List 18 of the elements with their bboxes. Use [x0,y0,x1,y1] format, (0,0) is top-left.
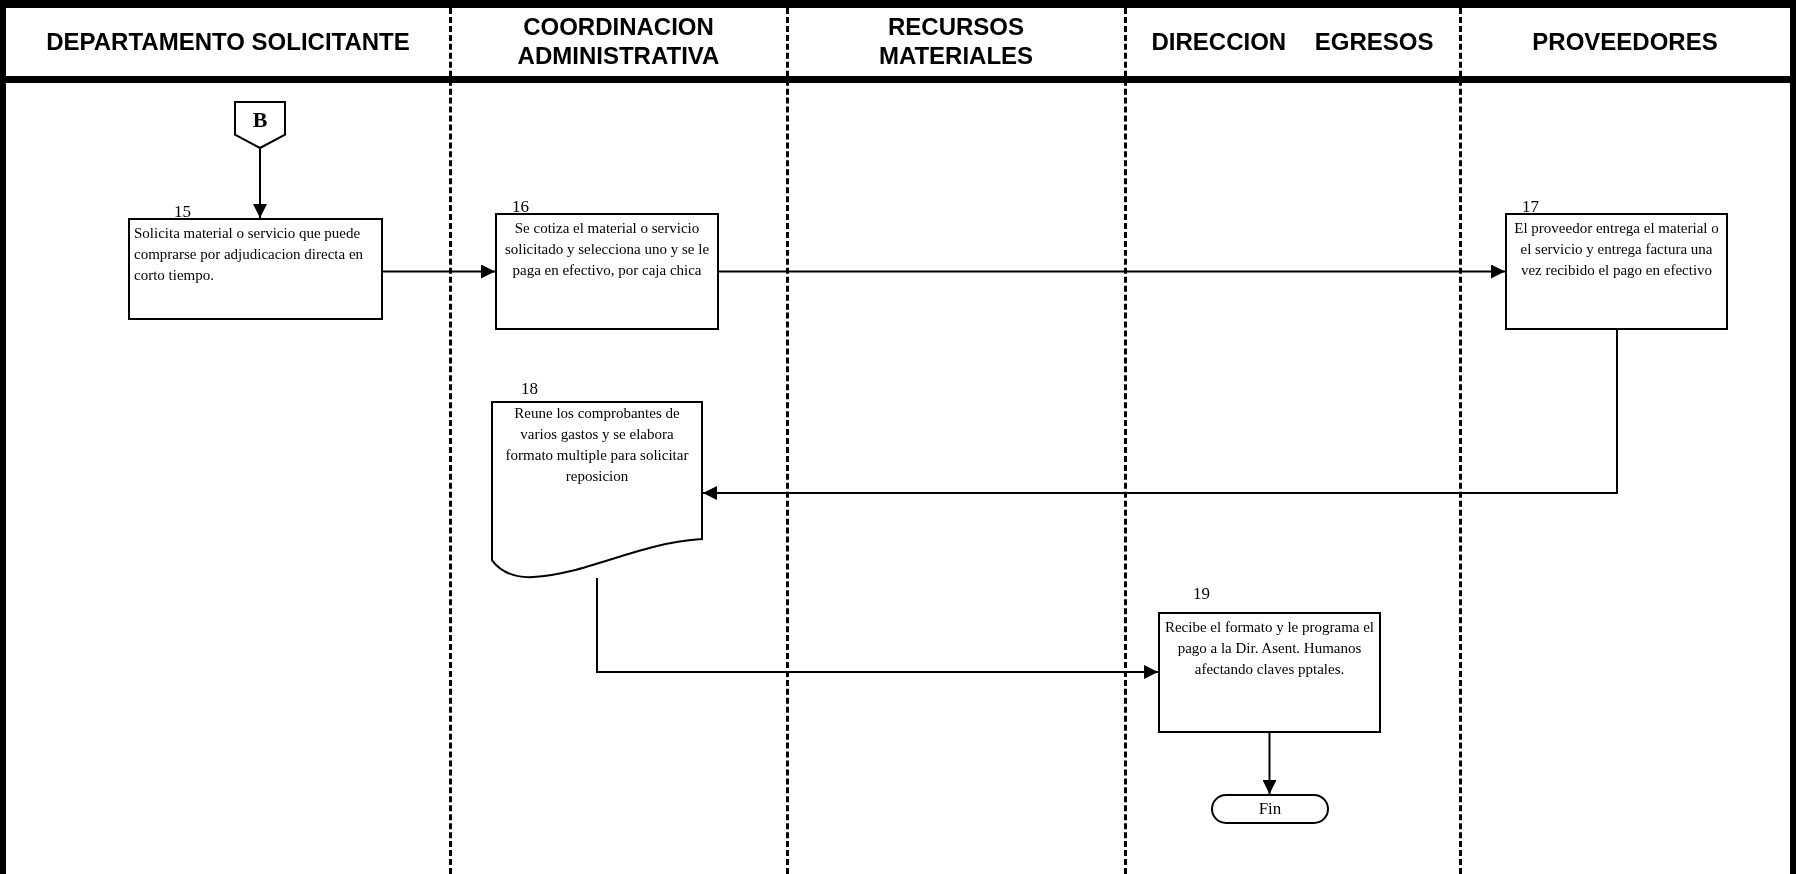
arrow [596,577,1159,679]
lane-title: DEPARTAMENTO SOLICITANTE [46,27,410,57]
step-number: 16 [512,196,529,218]
off-page-connector: B [234,101,286,149]
arrow [253,148,267,219]
lane-title: DIRECCION EGRESOS [1151,27,1434,57]
arrow [718,264,1506,279]
terminator: Fin [1211,794,1329,824]
lane-title: RECURSOS MATERIALES [877,13,1035,71]
step-number: 15 [174,201,191,223]
arrow [1262,732,1277,795]
step-number: 19 [1193,583,1210,605]
lane-title: PROVEEDORES [1532,27,1718,57]
step-number: 17 [1522,196,1539,218]
step-number: 18 [521,379,538,399]
arrow [702,329,1618,500]
arrow [382,264,496,279]
lane-title: COORDINACION ADMINISTRATIVA [516,13,721,71]
